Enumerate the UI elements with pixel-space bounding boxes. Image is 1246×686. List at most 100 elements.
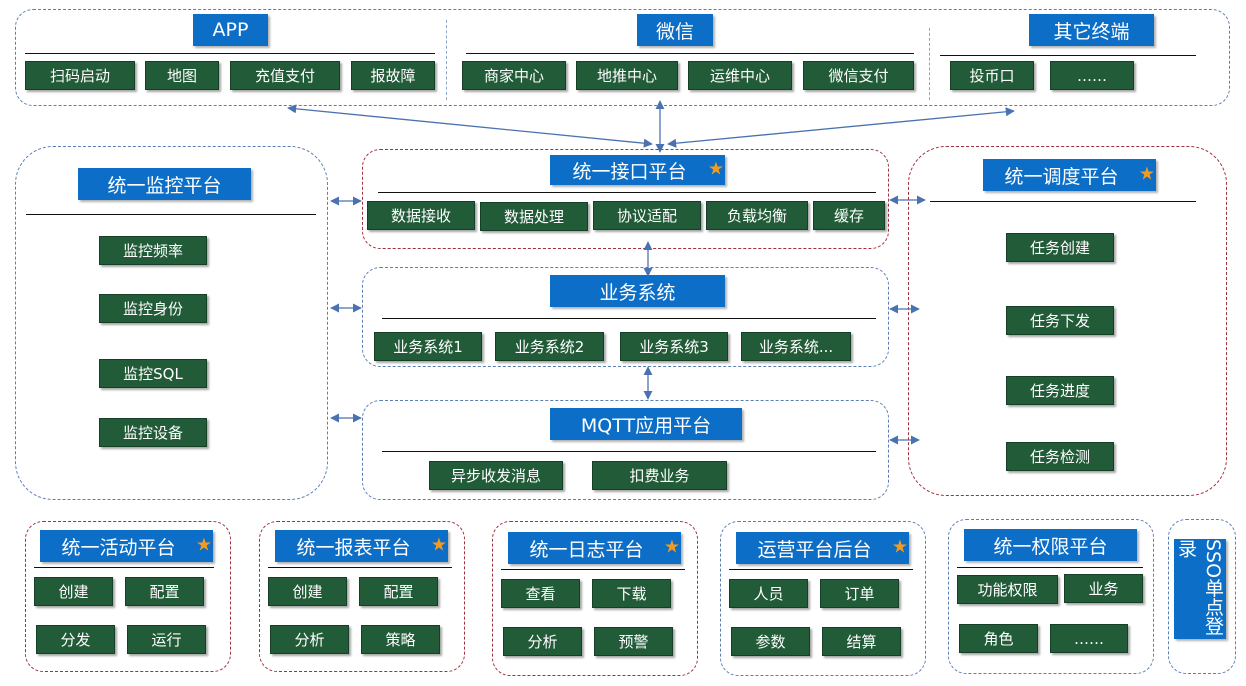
schedule-item-progress[interactable]: 任务进度 (1006, 376, 1114, 405)
app-rule (25, 53, 435, 54)
activity-item-config[interactable]: 配置 (125, 577, 204, 606)
ops-item-settle[interactable]: 结算 (822, 627, 901, 656)
business-system (362, 267, 889, 367)
interface-item-cache[interactable]: 缓存 (813, 201, 885, 230)
mqtt-platform (362, 400, 889, 500)
app-item-map[interactable]: 地图 (145, 61, 219, 90)
star-icon: ★ (1138, 163, 1155, 185)
schedule-item-dispatch[interactable]: 任务下发 (1006, 306, 1114, 335)
wechat-rule (466, 53, 914, 54)
auth-platform (948, 519, 1154, 674)
business-rule (382, 318, 876, 319)
monitor-item-sql[interactable]: 监控SQL (99, 359, 207, 388)
monitor-platform (15, 146, 328, 500)
star-icon: ★ (707, 158, 724, 180)
schedule-title: 统一调度平台 ★ (983, 159, 1156, 191)
log-item-analyze[interactable]: 分析 (503, 627, 582, 656)
report-title: 统一报表平台 ★ (275, 530, 448, 562)
divider-wechat-other (929, 28, 930, 100)
interface-item-receive[interactable]: 数据接收 (367, 201, 475, 230)
arrow-other-interface (667, 107, 1015, 148)
monitor-title: 统一监控平台 (78, 168, 251, 200)
business-item-1[interactable]: 业务系统1 (374, 332, 482, 361)
app-item-recharge[interactable]: 充值支付 (230, 61, 340, 90)
schedule-title-text: 统一调度平台 (1004, 165, 1119, 188)
activity-platform (25, 521, 231, 672)
monitor-item-identity[interactable]: 监控身份 (99, 294, 207, 323)
auth-item-role[interactable]: 角色 (959, 624, 1038, 653)
business-title: 业务系统 (550, 275, 725, 307)
interface-item-process[interactable]: 数据处理 (480, 202, 588, 231)
report-item-analyze[interactable]: 分析 (270, 625, 349, 654)
activity-title-text: 统一活动平台 (61, 536, 176, 559)
ops-title: 运营平台后台 ★ (736, 532, 909, 564)
monitor-item-frequency[interactable]: 监控频率 (99, 236, 207, 265)
activity-rule (34, 567, 214, 568)
log-rule (501, 569, 685, 570)
log-item-alert[interactable]: 预警 (594, 627, 673, 656)
ops-title-text: 运营平台后台 (757, 538, 872, 561)
mqtt-rule (382, 451, 876, 452)
report-platform (259, 521, 465, 672)
ops-item-params[interactable]: 参数 (731, 627, 810, 656)
mqtt-item-charge[interactable]: 扣费业务 (592, 461, 727, 490)
sso-container (1168, 519, 1236, 674)
business-item-2[interactable]: 业务系统2 (495, 332, 604, 361)
log-title: 统一日志平台 ★ (508, 532, 681, 564)
app-title: APP (193, 14, 268, 46)
ops-backend (720, 521, 926, 676)
auth-item-function[interactable]: 功能权限 (957, 575, 1058, 604)
other-item-more[interactable]: …… (1050, 61, 1134, 90)
schedule-item-create[interactable]: 任务创建 (1006, 233, 1114, 262)
star-icon: ★ (195, 534, 212, 556)
auth-item-business[interactable]: 业务 (1064, 574, 1143, 603)
activity-item-run[interactable]: 运行 (127, 625, 206, 654)
wechat-item-operations[interactable]: 运维中心 (688, 61, 792, 90)
sso-title: SSO单点登录 (1174, 539, 1226, 639)
interface-title: 统一接口平台 ★ (550, 155, 725, 185)
ops-item-staff[interactable]: 人员 (729, 579, 808, 608)
interface-item-loadbalance[interactable]: 负载均衡 (706, 201, 808, 230)
report-title-text: 统一报表平台 (296, 536, 411, 559)
report-item-create[interactable]: 创建 (268, 577, 347, 606)
other-terminal-rule (940, 55, 1196, 56)
business-item-more[interactable]: 业务系统... (741, 332, 851, 361)
interface-title-text: 统一接口平台 (572, 160, 687, 183)
star-icon: ★ (891, 536, 908, 558)
app-item-scan[interactable]: 扫码启动 (25, 61, 135, 90)
report-item-strategy[interactable]: 策略 (361, 625, 440, 654)
star-icon: ★ (663, 536, 680, 558)
log-item-view[interactable]: 查看 (501, 579, 580, 608)
other-terminal-title: 其它终端 (1029, 14, 1154, 46)
monitor-item-device[interactable]: 监控设备 (99, 418, 207, 447)
wechat-item-pay[interactable]: 微信支付 (803, 61, 914, 90)
activity-item-distribute[interactable]: 分发 (36, 625, 115, 654)
interface-rule (378, 192, 876, 193)
auth-item-more[interactable]: …… (1050, 624, 1128, 653)
schedule-item-check[interactable]: 任务检测 (1006, 442, 1114, 471)
interface-platform (362, 149, 889, 249)
report-rule (268, 567, 452, 568)
log-title-text: 统一日志平台 (529, 538, 644, 561)
monitor-rule (26, 214, 316, 215)
report-item-config[interactable]: 配置 (359, 577, 438, 606)
interface-item-protocol[interactable]: 协议适配 (593, 201, 701, 230)
wechat-item-merchant[interactable]: 商家中心 (462, 61, 566, 90)
business-item-3[interactable]: 业务系统3 (620, 332, 728, 361)
log-platform (492, 521, 698, 676)
wechat-item-promotion[interactable]: 地推中心 (576, 61, 678, 90)
log-item-download[interactable]: 下载 (592, 579, 671, 608)
schedule-rule (930, 201, 1196, 202)
divider-app-wechat (446, 20, 447, 100)
star-icon: ★ (430, 534, 447, 556)
auth-title: 统一权限平台 (964, 529, 1137, 561)
wechat-title: 微信 (637, 14, 713, 46)
mqtt-item-async[interactable]: 异步收发消息 (429, 461, 563, 490)
ops-item-order[interactable]: 订单 (820, 579, 899, 608)
other-item-coin[interactable]: 投币口 (950, 61, 1034, 90)
activity-item-create[interactable]: 创建 (34, 577, 113, 606)
app-item-report-fault[interactable]: 报故障 (351, 61, 435, 90)
schedule-platform (908, 146, 1227, 496)
mqtt-title: MQTT应用平台 (550, 408, 742, 440)
